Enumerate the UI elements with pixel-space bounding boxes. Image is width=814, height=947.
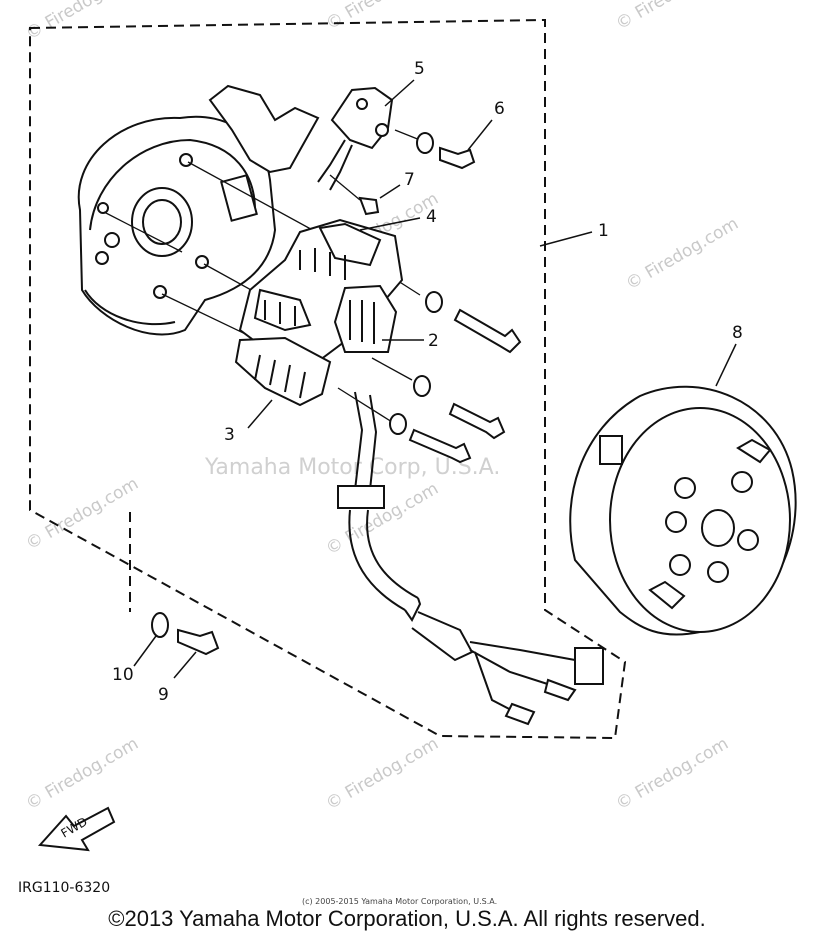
callout-numbers: 1 2 3 4 5 6 7 8 9 10 [112, 59, 743, 705]
watermark: © Firedog.com [23, 734, 142, 815]
footer-copyright: ©2013 Yamaha Motor Corporation, U.S.A. A… [108, 906, 706, 931]
callout-10: 10 [112, 665, 134, 685]
diagram-code: IRG110-6320 [18, 880, 110, 896]
assembly-outline [29, 18, 627, 740]
small-copyright: (c) 2005-2015 Yamaha Motor Corporation, … [302, 897, 497, 906]
watermark: © Firedog.com [323, 0, 442, 34]
watermark: © Firedog.com [23, 0, 142, 44]
leader-lines [133, 79, 737, 679]
callout-9: 9 [158, 685, 169, 705]
callout-2: 2 [428, 331, 439, 351]
callout-5: 5 [414, 59, 425, 79]
callout-3: 3 [224, 425, 235, 445]
callout-6: 6 [494, 99, 505, 119]
wiring-harness [337, 391, 604, 726]
callout-7: 7 [404, 170, 415, 190]
flywheel-rotor [569, 385, 797, 636]
watermark: © Firedog.com [623, 214, 742, 295]
callout-4: 4 [426, 207, 437, 227]
watermark: © Firedog.com [613, 734, 732, 815]
watermark: © Firedog.com [613, 0, 732, 34]
watermark-brand: Yamaha Motor Corp, U.S.A. [204, 455, 500, 480]
callout-8: 8 [732, 323, 743, 343]
pickup-coil [317, 86, 394, 191]
callout-1: 1 [598, 221, 609, 241]
watermark: © Firedog.com [23, 474, 142, 555]
stator-coils [234, 218, 404, 407]
fasteners [151, 132, 522, 656]
watermark: © Firedog.com [323, 734, 442, 815]
stator-base-plate [77, 84, 320, 336]
fwd-arrow: FWD [37, 806, 116, 852]
